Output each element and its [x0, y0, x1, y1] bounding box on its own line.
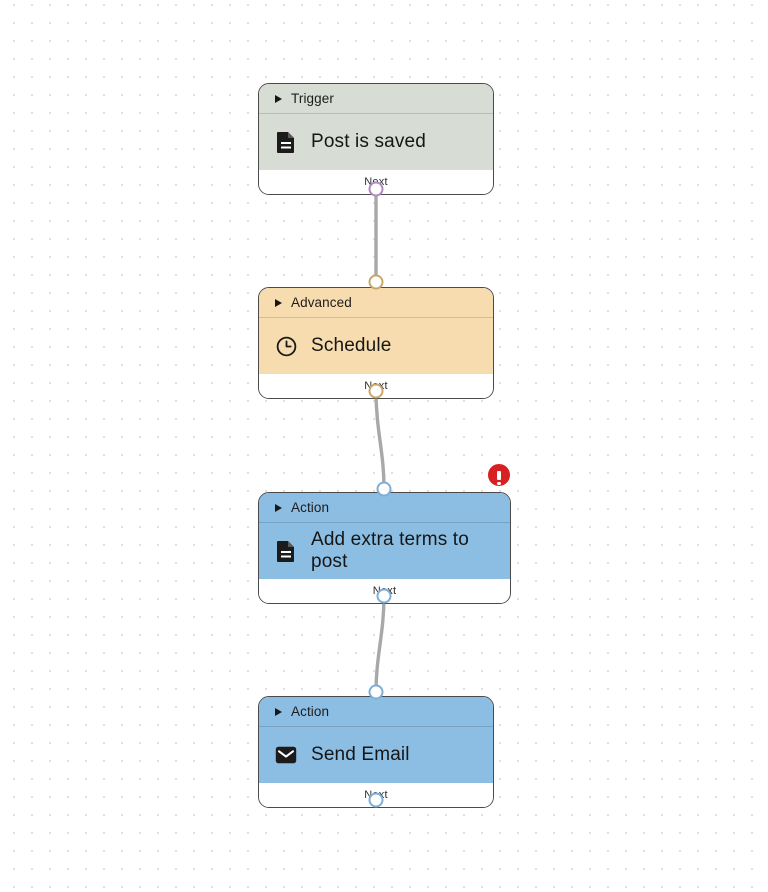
- node-body-advanced[interactable]: Schedule: [259, 318, 493, 374]
- exclamation-icon: [497, 470, 502, 485]
- node-body-action[interactable]: Send Email: [259, 727, 493, 783]
- chevron-right-icon[interactable]: [275, 707, 282, 716]
- node-category-label: Action: [291, 704, 330, 719]
- node-category-label: Advanced: [291, 295, 352, 310]
- node-title-label: Schedule: [311, 335, 392, 356]
- node-title-label: Add extra terms to post: [311, 529, 469, 572]
- handle-source-action-add-extra-terms-to-post[interactable]: [376, 588, 392, 604]
- handle-source-action-send-email[interactable]: [368, 792, 384, 808]
- node-category-label: Action: [291, 500, 330, 515]
- document-icon: [275, 131, 297, 153]
- chevron-right-icon[interactable]: [275, 94, 282, 103]
- node-header-action[interactable]: Action: [259, 697, 493, 727]
- handle-source-advanced-schedule[interactable]: [368, 383, 384, 399]
- handle-target-action-send-email[interactable]: [368, 684, 384, 700]
- node-title-label: Send Email: [311, 744, 410, 765]
- chevron-right-icon[interactable]: [275, 503, 282, 512]
- edge-advanced-to-action-add-terms: [374, 389, 386, 490]
- node-category-label: Trigger: [291, 91, 334, 106]
- envelope-icon: [275, 744, 297, 766]
- node-action-add-extra-terms-to-post[interactable]: Action Add extra terms to post Next: [258, 492, 511, 604]
- handle-target-advanced-schedule[interactable]: [368, 274, 384, 290]
- node-header-advanced[interactable]: Advanced: [259, 288, 493, 318]
- handle-source-trigger-post-is-saved[interactable]: [368, 181, 384, 197]
- document-icon: [275, 540, 297, 562]
- node-header-action[interactable]: Action: [259, 493, 510, 523]
- node-body-action[interactable]: Add extra terms to post: [259, 523, 510, 579]
- handle-target-action-add-extra-terms-to-post[interactable]: [376, 481, 392, 497]
- status-badge-error[interactable]: [487, 463, 511, 487]
- node-body-trigger[interactable]: Post is saved: [259, 114, 493, 170]
- node-advanced-schedule[interactable]: Advanced Schedule Next: [258, 287, 494, 399]
- node-trigger-post-is-saved[interactable]: Trigger Post is saved Next: [258, 83, 494, 195]
- edge-action-add-terms-to-send-email: [374, 593, 386, 694]
- node-action-send-email[interactable]: Action Send Email Next: [258, 696, 494, 808]
- chevron-right-icon[interactable]: [275, 298, 282, 307]
- node-header-trigger[interactable]: Trigger: [259, 84, 493, 114]
- clock-icon: [275, 335, 297, 357]
- node-title-label: Post is saved: [311, 131, 426, 152]
